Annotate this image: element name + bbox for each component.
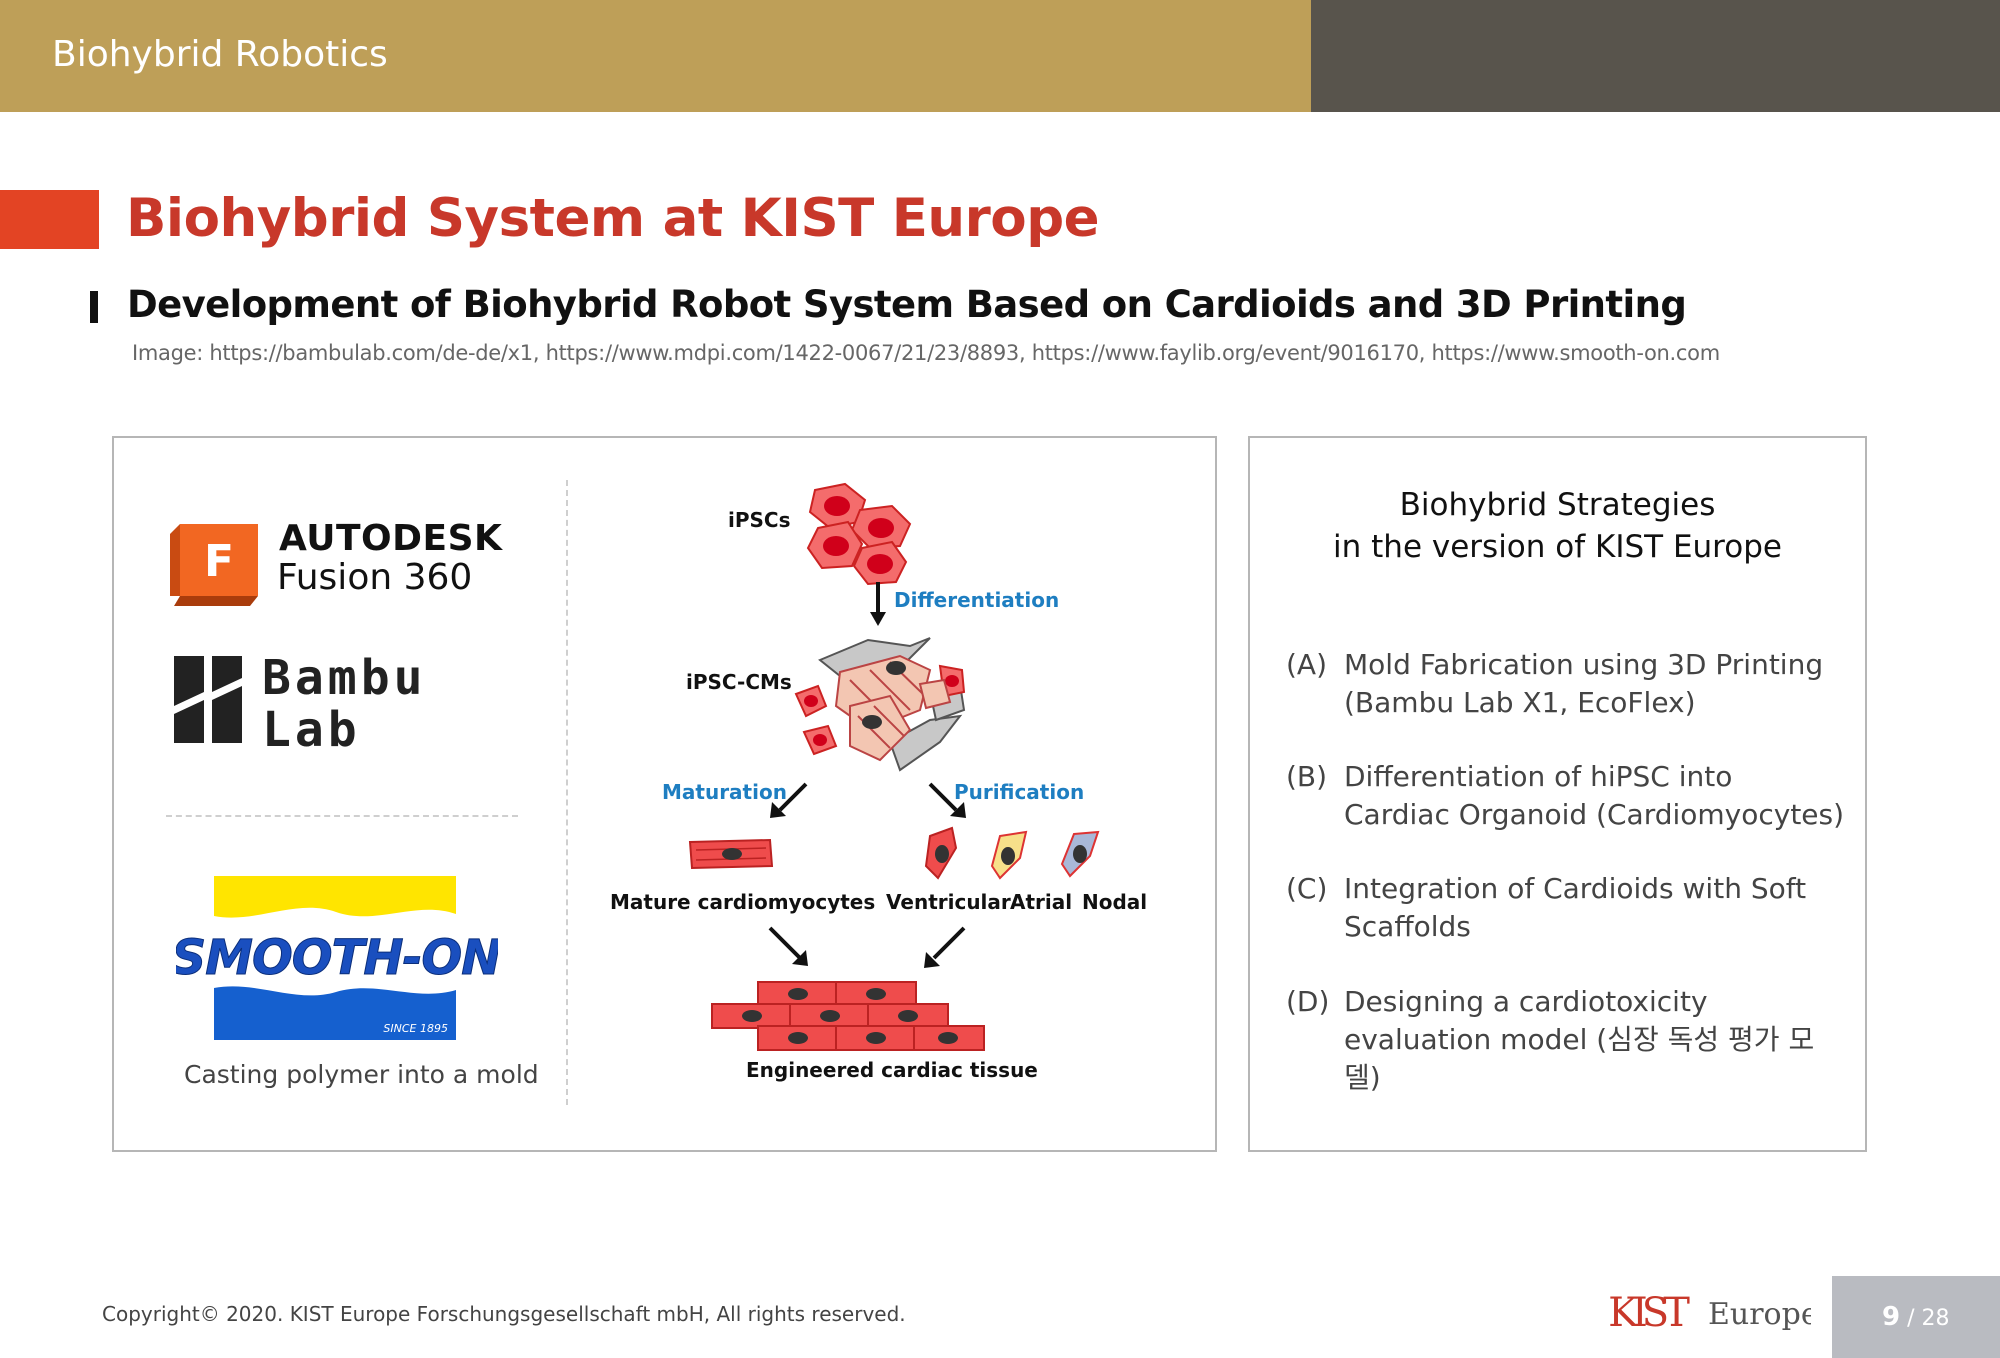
strategy-label: (A) bbox=[1286, 648, 1328, 681]
ipsc-cm-cells bbox=[794, 637, 966, 772]
label-engineered-tissue: Engineered cardiac tissue bbox=[746, 1058, 1038, 1082]
title-accent-bar bbox=[0, 190, 99, 249]
ipsc-cells bbox=[806, 482, 912, 586]
specialized-cardiomyocytes bbox=[924, 826, 1100, 880]
strategies-title: Biohybrid Strategies in the version of K… bbox=[1250, 484, 1865, 568]
label-ipscs: iPSCs bbox=[728, 508, 791, 532]
vertical-divider bbox=[566, 480, 568, 1105]
fusion-360-icon: F bbox=[170, 524, 258, 606]
bambu-lab-icon bbox=[174, 656, 242, 743]
strategy-item-d: (D) Designing a cardiotoxicity evaluatio… bbox=[1286, 983, 1846, 1097]
strategy-label: (C) bbox=[1286, 872, 1328, 905]
kist-europe-logo: KIST Europe bbox=[1608, 1290, 1811, 1336]
mature-cardiomyocyte bbox=[688, 838, 774, 870]
slide-subtitle: Development of Biohybrid Robot System Ba… bbox=[127, 283, 1687, 326]
casting-caption: Casting polymer into a mold bbox=[184, 1060, 539, 1089]
engineered-tissue bbox=[711, 981, 985, 1051]
page-indicator: 9 / 28 bbox=[1882, 1302, 1950, 1332]
strategy-label: (D) bbox=[1286, 985, 1330, 1018]
kist-logo-mark: KIST bbox=[1608, 1290, 1690, 1336]
label-maturation: Maturation bbox=[662, 780, 787, 804]
smoothon-name: SMOOTH-ON bbox=[176, 930, 498, 986]
cardiomyocyte-diagram: iPSCs Differentiation iPSC-CMs Maturatio… bbox=[600, 470, 1160, 1110]
fusion-icon-letter: F bbox=[204, 536, 234, 587]
strategy-item-a: (A) Mold Fabrication using 3D Printing (… bbox=[1286, 646, 1846, 722]
image-source-line: Image: https://bambulab.com/de-de/x1, ht… bbox=[132, 341, 1720, 365]
bambu-word-line2: Lab bbox=[262, 702, 361, 758]
horizontal-divider bbox=[166, 815, 518, 817]
subtitle-bullet bbox=[90, 291, 98, 323]
strategy-item-c: (C) Integration of Cardioids with Soft S… bbox=[1286, 870, 1846, 946]
bambu-lab-wordmark: Bambu Lab bbox=[262, 652, 427, 756]
strategy-label: (B) bbox=[1286, 760, 1328, 793]
copyright-notice: Copyright© 2020. KIST Europe Forschungsg… bbox=[102, 1302, 906, 1326]
header-title: Biohybrid Robotics bbox=[52, 34, 388, 75]
smoothon-since: SINCE 1895 bbox=[383, 1022, 448, 1035]
strategy-text: Differentiation of hiPSC into Cardiac Or… bbox=[1344, 760, 1845, 831]
strategy-item-b: (B) Differentiation of hiPSC into Cardia… bbox=[1286, 758, 1846, 834]
strategies-title-line2: in the version of KIST Europe bbox=[1333, 529, 1782, 565]
slide-title: Biohybrid System at KIST Europe bbox=[126, 188, 1100, 249]
header-bar-gold bbox=[0, 0, 1311, 112]
right-panel bbox=[1248, 436, 1867, 1152]
label-nodal: Nodal bbox=[1082, 890, 1148, 914]
page-current: 9 bbox=[1882, 1302, 1901, 1332]
header-bar-dark bbox=[1311, 0, 2000, 112]
label-mature-cardiomyocytes: Mature cardiomyocytes bbox=[610, 890, 876, 914]
label-ventricular: Ventricular bbox=[886, 890, 1011, 914]
smooth-on-logo: SMOOTH-ON SINCE 1895 bbox=[176, 876, 498, 1040]
page-separator: / bbox=[1900, 1306, 1922, 1331]
strategies-title-line1: Biohybrid Strategies bbox=[1399, 487, 1716, 523]
kist-logo-text: Europe bbox=[1708, 1297, 1811, 1332]
bambu-word-line1: Bambu bbox=[262, 650, 427, 706]
fusion-product-name: Fusion 360 bbox=[277, 557, 473, 598]
autodesk-name: AUTODESK bbox=[279, 518, 503, 559]
strategy-text: Integration of Cardioids with Soft Scaff… bbox=[1344, 872, 1807, 943]
page-number-box bbox=[1832, 1276, 2000, 1358]
strategy-text: Mold Fabrication using 3D Printing (Bamb… bbox=[1344, 648, 1824, 719]
strategy-text: Designing a cardiotoxicity evaluation mo… bbox=[1344, 985, 1815, 1094]
label-atrial: Atrial bbox=[1010, 890, 1073, 914]
diagram-graphics bbox=[688, 482, 1100, 1051]
label-purification: Purification bbox=[954, 780, 1085, 804]
page-total: 28 bbox=[1921, 1306, 1950, 1331]
label-differentiation: Differentiation bbox=[894, 588, 1060, 612]
label-ipsc-cms: iPSC-CMs bbox=[686, 670, 792, 694]
